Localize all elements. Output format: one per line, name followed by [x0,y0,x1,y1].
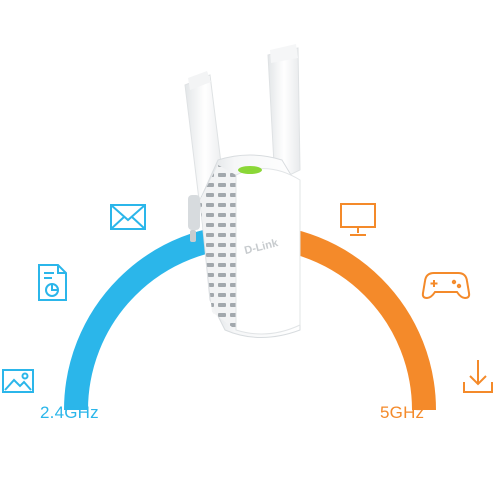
image-icon [2,369,34,393]
document-chart-icon [38,264,67,301]
gamepad-icon [421,272,471,300]
status-led [238,166,262,174]
band-24ghz-label: 2.4GHz [40,403,99,422]
monitor-icon [340,203,376,236]
download-icon [463,360,493,393]
power-plug [188,195,200,242]
envelope-icon [110,204,146,230]
extender-device: D-Link [199,154,301,338]
right-antenna [267,44,301,183]
band-5ghz-label: 5GHz [380,403,425,422]
